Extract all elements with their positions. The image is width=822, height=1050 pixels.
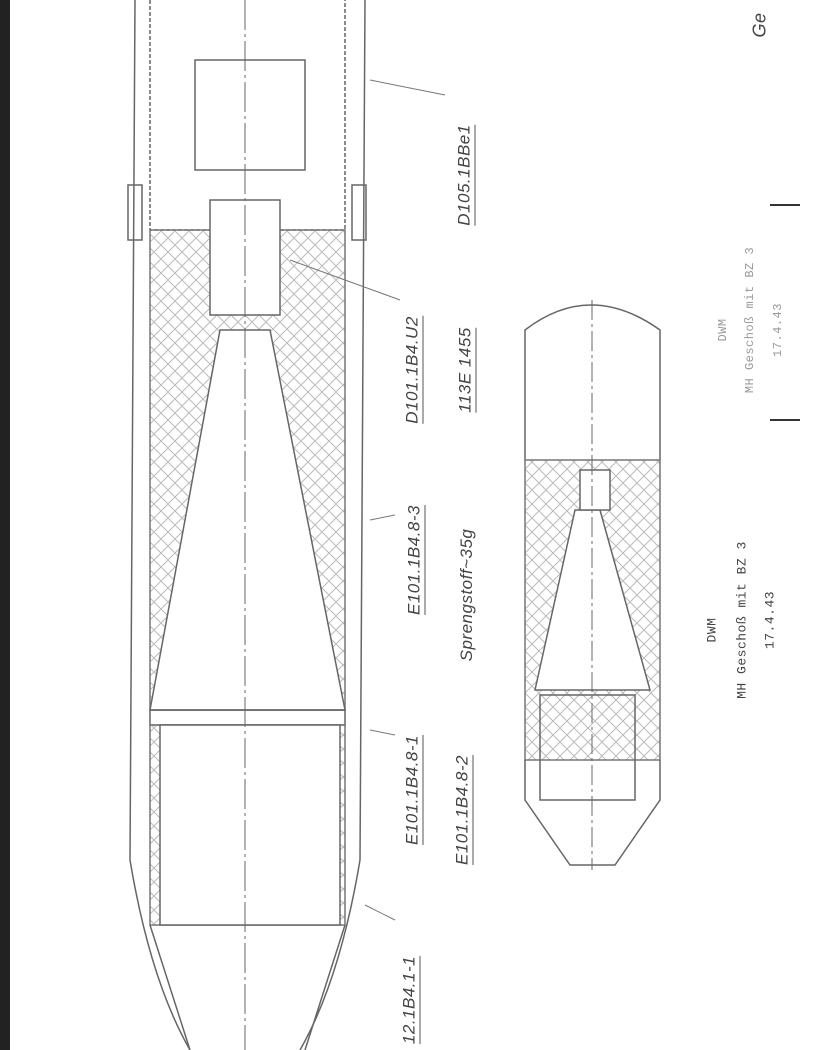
label-body-upper: E101.1B4.8-3 — [404, 505, 426, 615]
scan-edge — [0, 0, 10, 1050]
large-projectile — [127, 0, 367, 1050]
faint-caption-maker: DWM — [716, 318, 730, 342]
caption-title: MH Geschoß mit BZ 3 — [734, 541, 750, 699]
corner-text: Ge — [749, 12, 770, 38]
label-fuze: D105.1BBe1 — [454, 124, 476, 226]
label-explosive: Sprengstoff~35g — [457, 528, 476, 662]
leader-lines — [289, 79, 446, 921]
caption-date: 17.4.43 — [762, 590, 778, 650]
label-body-lower: E101.1B4.8-1 — [402, 735, 424, 845]
label-booster-sub: 113E 1455 — [455, 327, 477, 413]
label-body-lower-b: E101.1B4.8-2 — [452, 755, 474, 865]
label-nose: 12.1B4.1-1 — [399, 955, 421, 1045]
caption-maker: DWM — [704, 617, 720, 643]
label-booster: D101.1B4.U2 — [402, 316, 424, 424]
faint-caption-title: MH Geschoß mit BZ 3 — [743, 246, 757, 394]
faint-caption-date: 17.4.43 — [771, 303, 785, 357]
small-projectile — [524, 300, 661, 870]
